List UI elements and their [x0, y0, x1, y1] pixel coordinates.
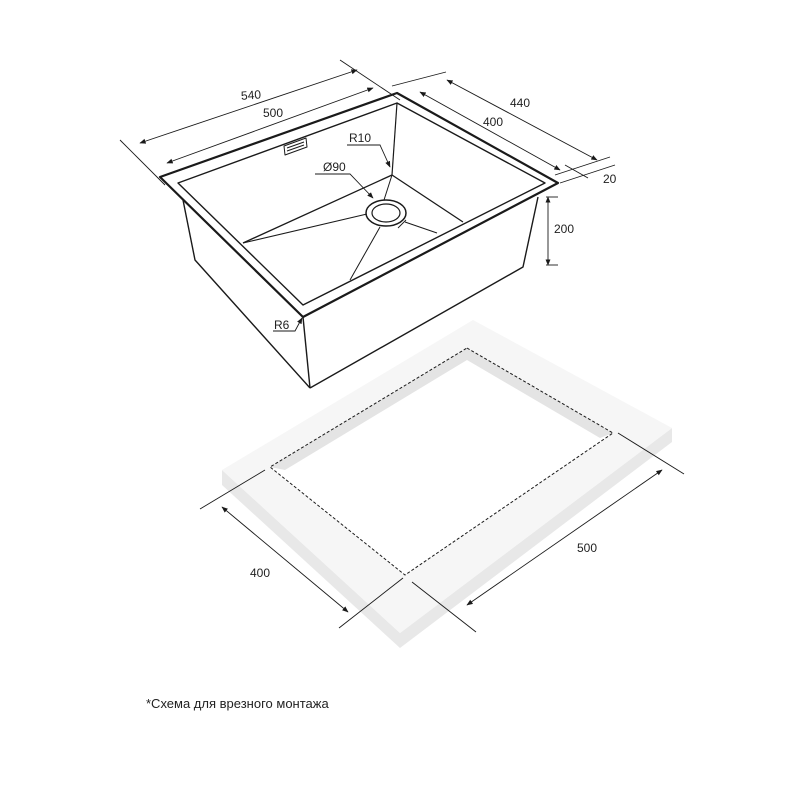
sink-body-right: [309, 196, 539, 389]
leader-r10: [347, 144, 391, 168]
label-440: 440: [510, 96, 530, 110]
sink-body-left: [182, 199, 311, 389]
dim-line-cutout-400: [221, 506, 349, 613]
leader-drain: [397, 219, 407, 229]
sink-dimensions: [119, 59, 616, 332]
leader-d90: [315, 173, 374, 199]
dim-line-500: [166, 87, 374, 164]
bowl-floor-back: [242, 174, 464, 244]
bowl-floor-diag3: [404, 221, 438, 234]
label-cutout-500: 500: [577, 541, 597, 555]
label-r6: R6: [274, 318, 290, 332]
label-r10: R10: [349, 131, 371, 145]
drain-hole: [371, 203, 401, 223]
label-cutout-400: 400: [250, 566, 270, 580]
label-540: 540: [241, 87, 262, 102]
sink-body-front-edge: [302, 316, 311, 389]
label-d90: Ø90: [323, 160, 346, 174]
bowl-floor-diag4: [383, 174, 393, 201]
dim-line-400: [419, 91, 561, 171]
bowl-back-corner: [391, 102, 398, 176]
label-500: 500: [263, 106, 283, 120]
dim-line-cutout-500: [466, 469, 663, 606]
dim-line-540: [139, 69, 358, 144]
diagram-caption: *Схема для врезного монтажа: [146, 696, 329, 711]
cutout-dimensions: [199, 432, 685, 633]
label-20: 20: [603, 172, 617, 186]
cutout-inner-wall: [270, 348, 613, 470]
cutout-outline: [269, 347, 614, 576]
label-400: 400: [483, 115, 503, 129]
countertop-side: [222, 428, 672, 648]
countertop-drawing: [222, 320, 672, 648]
cutout-opening: [270, 348, 613, 575]
bowl-floor-diag2: [349, 226, 381, 281]
leader-r6: [273, 317, 303, 332]
label-200: 200: [554, 222, 574, 236]
sink-dimension-labels: 540 500 440 400 20 200 R10 Ø90 R6: [241, 87, 617, 332]
bowl-floor-diag1: [242, 213, 368, 244]
dim-line-20: [564, 164, 589, 179]
